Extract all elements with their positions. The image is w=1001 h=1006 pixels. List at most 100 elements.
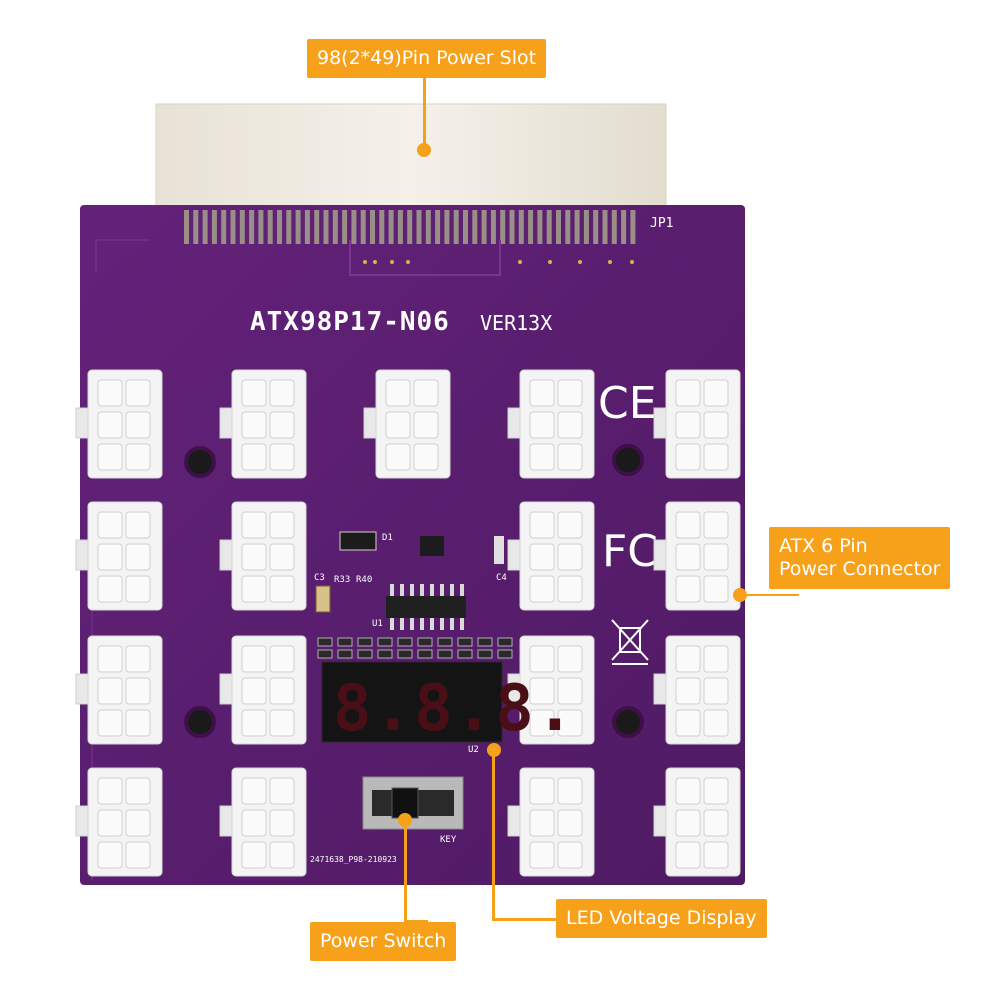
board-model-label: ATX98P17-N06: [250, 307, 450, 337]
power-slot-callout: 98(2*49)Pin Power Slot: [307, 39, 547, 78]
slot-pin: [518, 210, 524, 244]
c4-label: C4: [496, 573, 507, 583]
switch-leader-v: [404, 822, 407, 922]
d1-label: D1: [382, 533, 393, 543]
u2-label: U2: [468, 745, 479, 755]
power-slot-callout-text: 98(2*49)Pin Power Slot: [317, 47, 537, 69]
switch-leader-h: [404, 920, 428, 923]
u1-label: U1: [372, 619, 383, 629]
atx-6pin-connector: [75, 635, 163, 745]
led-display-callout-text: LED Voltage Display: [566, 907, 757, 929]
slot-pin: [258, 210, 264, 244]
atx-6pin-connector: [75, 767, 163, 877]
slot-pin: [621, 210, 627, 244]
atx-6pin-connector: [219, 767, 307, 877]
slot-pin: [574, 210, 580, 244]
pad-row: [363, 260, 634, 264]
atx-6pin-connector: [75, 501, 163, 611]
atx-callout-line2: Power Connector: [779, 558, 941, 580]
atx-6pin-connector: [653, 767, 741, 877]
ic-u1: [386, 596, 466, 618]
smd-resistor-row: [317, 637, 513, 659]
slot-pin: [202, 210, 208, 244]
slot-pin: [416, 210, 422, 244]
led-display-callout: LED Voltage Display: [556, 899, 767, 938]
atx-6pin-connector: [653, 635, 741, 745]
led-dot: [487, 743, 501, 757]
slot-pin: [500, 210, 506, 244]
weee-icon: [611, 619, 649, 665]
slot-pin: [611, 210, 617, 244]
ce-mark: CE: [598, 378, 657, 429]
slot-pin: [323, 210, 329, 244]
slot-pin: [593, 210, 599, 244]
r33-label: R33: [334, 575, 350, 585]
atx-6pin-connector: [75, 369, 163, 479]
slot-pin: [277, 210, 282, 244]
slot-pin: [397, 210, 403, 244]
atx-6pin-connector: [363, 369, 451, 479]
mounting-holes: [184, 444, 644, 738]
led-display-housing: [321, 661, 503, 743]
atx-6pin-connector: [653, 369, 741, 479]
slot-pin: [221, 210, 227, 244]
slot-pin: [435, 210, 441, 244]
slot-pin: [602, 210, 608, 244]
slot-pin: [528, 210, 534, 244]
slot-pin: [286, 210, 292, 244]
pcb-trace: [349, 240, 501, 276]
slot-pin: [184, 210, 189, 244]
atx-6pin-connector: [507, 501, 595, 611]
key-label: KEY: [440, 835, 457, 845]
power-switch-callout-text: Power Switch: [320, 930, 447, 952]
atx-6pin-connector: [507, 369, 595, 479]
slot-pin: [360, 210, 366, 244]
power-slot-housing: [155, 103, 667, 213]
slot-pin: [630, 210, 636, 244]
slot-pin: [379, 210, 385, 244]
slot-pin: [537, 210, 543, 244]
slot-pin: [565, 210, 571, 244]
power-slot-leader: [423, 78, 426, 148]
slot-pin: [509, 210, 515, 244]
led-display-digits: 8.8.8.: [333, 672, 576, 746]
slot-pin: [193, 210, 199, 244]
slot-pin: [556, 210, 561, 244]
board-version-label: VER13X: [480, 311, 552, 335]
power-slot-dot: [417, 143, 431, 157]
slot-pin: [490, 210, 496, 244]
slot-pin: [481, 210, 487, 244]
fc-mark: FC: [602, 526, 658, 577]
transistor: [420, 536, 444, 556]
r40-label: R40: [356, 575, 372, 585]
atx-leader: [741, 594, 799, 596]
power-switch-callout: Power Switch: [310, 922, 457, 961]
slot-pin: [211, 210, 217, 244]
atx-connector-callout: ATX 6 Pin Power Connector: [769, 527, 951, 589]
slot-pin: [388, 210, 394, 244]
led-leader-v: [492, 750, 495, 920]
led-leader-h: [492, 918, 560, 921]
slot-pin: [444, 210, 450, 244]
capacitor-c3: [315, 585, 331, 613]
slot-pin: [546, 210, 552, 244]
atx-6pin-connector: [653, 501, 741, 611]
atx-6pin-connector: [507, 635, 595, 745]
atx-6pin-connector: [507, 767, 595, 877]
slot-pin: [332, 210, 338, 244]
slot-pin: [314, 210, 320, 244]
slot-pin: [239, 210, 245, 244]
jp1-label: JP1: [650, 216, 673, 231]
diode-d1: [339, 531, 377, 551]
c3-label: C3: [314, 573, 325, 583]
serial-label: 2471638_P98-210923: [310, 855, 397, 864]
slot-pin: [407, 210, 413, 244]
ic-u1-pins: [390, 584, 464, 630]
atx-dot: [733, 588, 747, 602]
slot-pin: [425, 210, 431, 244]
components: D1 C4 C3 R33 R40 U1: [314, 531, 513, 659]
slot-pin: [230, 210, 236, 244]
slot-pin: [267, 210, 273, 244]
